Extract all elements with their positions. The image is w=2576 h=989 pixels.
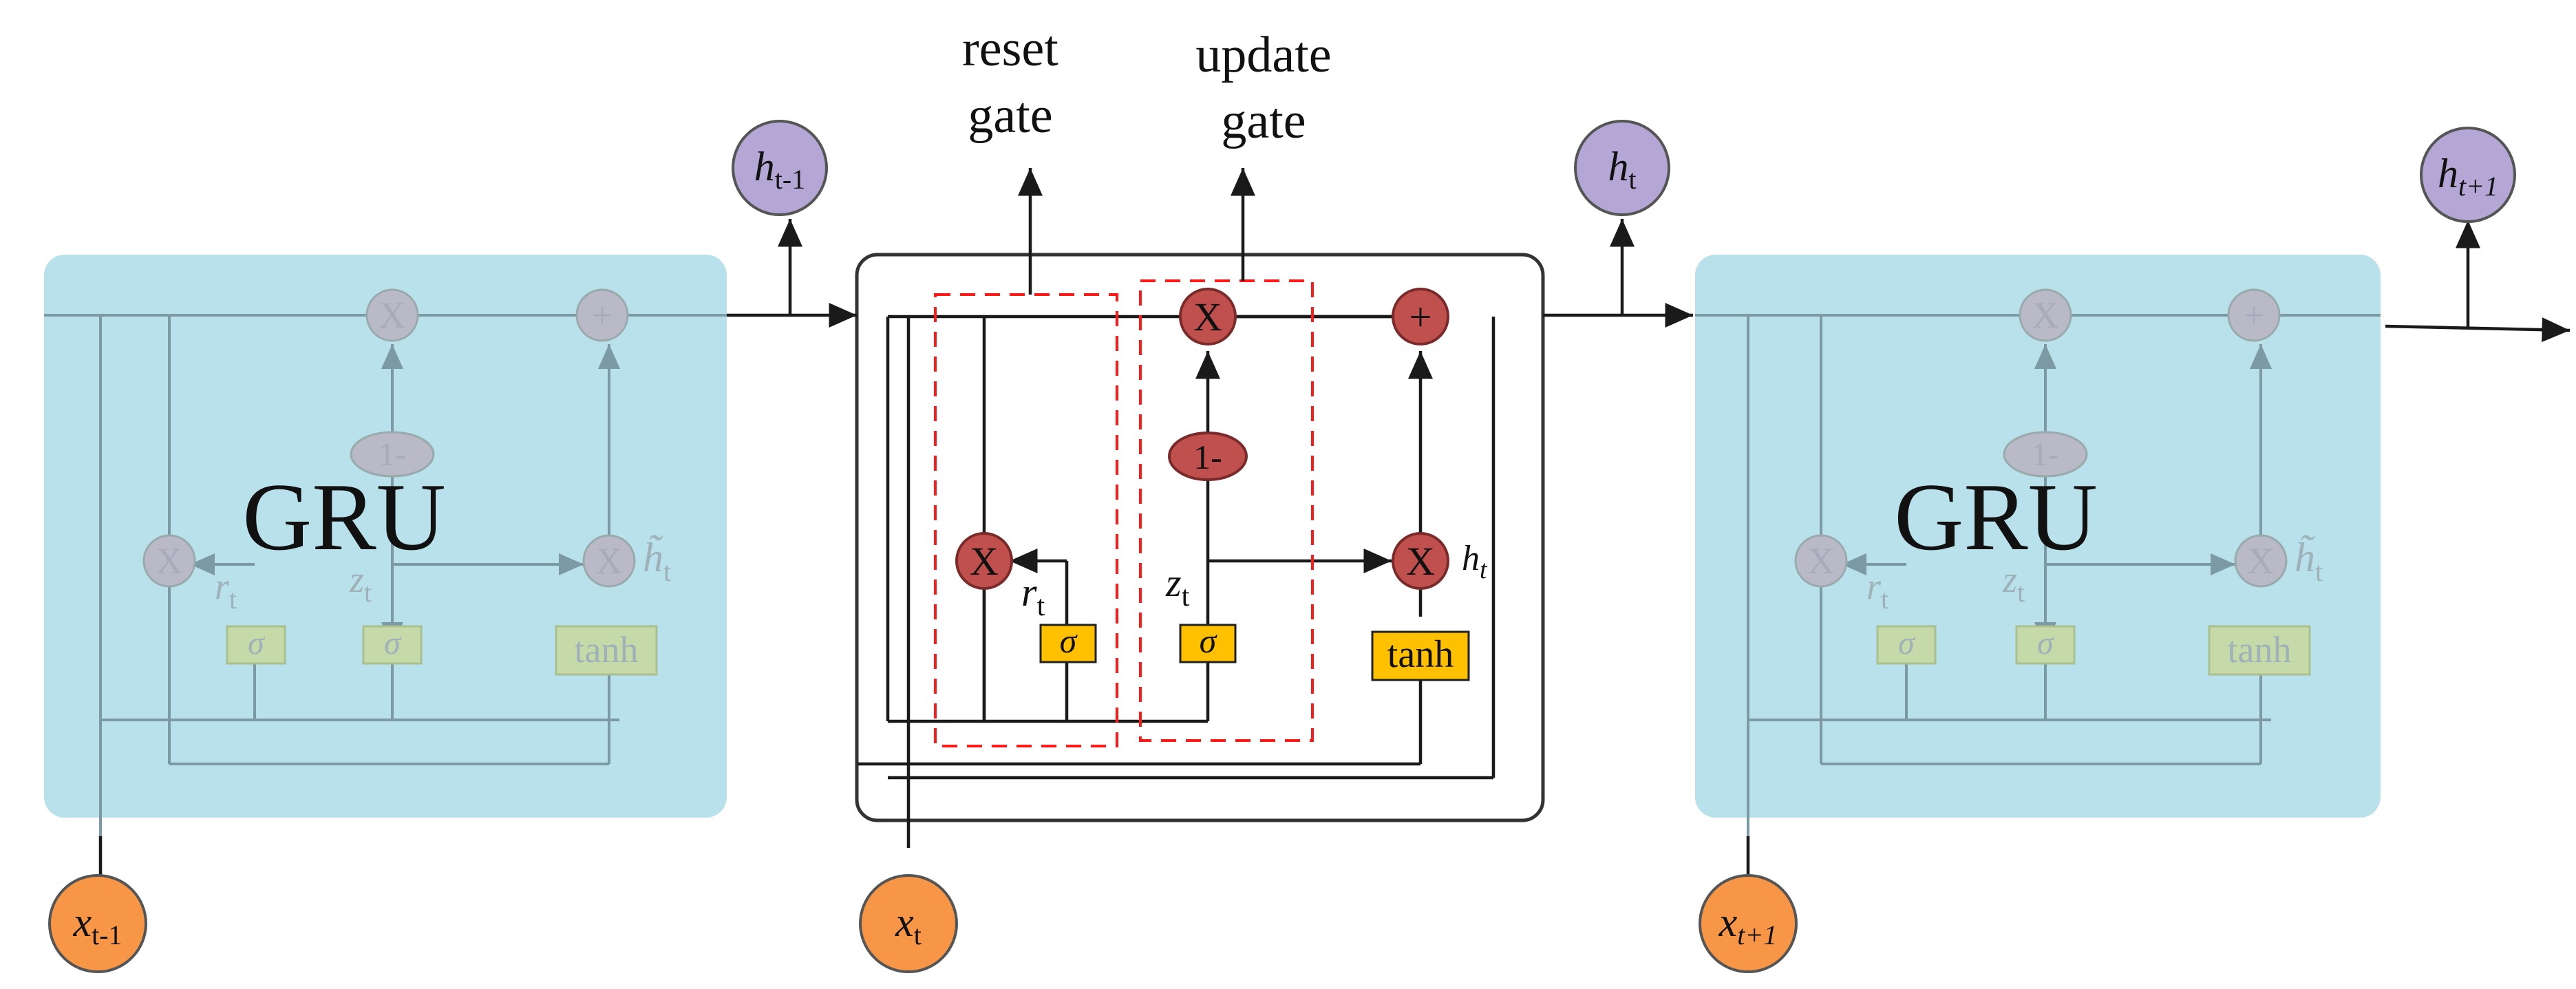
hidden-state-t-plus-1-node bbox=[2420, 127, 2516, 223]
gru-left-tanh-label: tanh bbox=[575, 629, 639, 670]
candidate-mult-symbol: X bbox=[1406, 539, 1435, 584]
hidden-state-t-minus-1-node bbox=[732, 120, 828, 216]
input-t-minus-1-node bbox=[48, 874, 147, 973]
reset-sigma: σ bbox=[1060, 621, 1078, 660]
hidden-state-t-label: ht bbox=[1608, 144, 1636, 195]
gru-left-reset-mult-node bbox=[142, 534, 196, 588]
one-minus-node bbox=[1168, 432, 1248, 481]
reset-mult-symbol: X bbox=[970, 539, 999, 584]
gru-left-tanh-box bbox=[555, 625, 658, 676]
gru-left-update-mult-symbol: X bbox=[379, 295, 406, 336]
plus-node bbox=[1392, 288, 1449, 345]
reset-gate-box bbox=[934, 293, 1118, 747]
hidden-state-t-plus-1-label: ht+1 bbox=[2438, 151, 2498, 202]
input-t-label: xt bbox=[895, 900, 922, 950]
gru-cell-left: X X + 1- X σ σ tanh rt zt h̃t GRU bbox=[44, 255, 727, 836]
one-minus-label: 1- bbox=[1193, 438, 1222, 476]
reset-gate-label-line2: gate bbox=[968, 87, 1052, 144]
gru-left-candidate-mult-symbol: X bbox=[596, 540, 623, 582]
gru-cell-center: reset gate update gate X X + 1- X σ σ ta… bbox=[727, 21, 2570, 848]
gru-left-title: GRU bbox=[242, 464, 446, 571]
gru-right-candidate-mult-symbol: X bbox=[2248, 540, 2275, 582]
hidden-state-t-node bbox=[1574, 120, 1670, 216]
r-t-label: rt bbox=[1021, 570, 1045, 622]
gru-right-update-mult-symbol: X bbox=[2032, 295, 2059, 336]
gru-left-plus-symbol: + bbox=[592, 295, 613, 336]
flow-right-out bbox=[2385, 317, 2570, 343]
gru-right-update-sigma: σ bbox=[2037, 625, 2055, 661]
gru-right-r-label: rt bbox=[1866, 566, 1888, 615]
gru-left-plus-node bbox=[575, 288, 629, 342]
gru-left-reset-sigma: σ bbox=[248, 625, 266, 661]
tanh-box bbox=[1371, 630, 1470, 681]
update-gate-box bbox=[1139, 279, 1314, 742]
input-t-plus-1-node bbox=[1699, 874, 1798, 973]
update-sigma-box bbox=[1179, 624, 1237, 663]
tanh-label: tanh bbox=[1387, 633, 1454, 676]
input-t-minus-1-label: xt-1 bbox=[72, 900, 122, 950]
z-t-label: zt bbox=[1165, 560, 1190, 613]
gru-left-update-sigma-box bbox=[362, 625, 423, 665]
gru-left-reset-sigma-box bbox=[226, 625, 286, 665]
gru-right-reset-mult-node bbox=[1794, 534, 1848, 588]
gru-left-r-label: rt bbox=[215, 566, 237, 615]
update-gate-label-line2: gate bbox=[1221, 93, 1306, 149]
gru-right-z-label: zt bbox=[2002, 559, 2025, 608]
gru-right-title: GRU bbox=[1894, 464, 2098, 571]
gru-right-plus-symbol: + bbox=[2244, 295, 2264, 336]
gru-left-z-label: zt bbox=[349, 559, 372, 608]
gru-right-update-sigma-box bbox=[2015, 625, 2076, 665]
gru-cell-right-box bbox=[1695, 255, 2381, 818]
input-nodes: xt-1 xt xt+1 bbox=[48, 836, 1798, 973]
gru-right-reset-sigma: σ bbox=[1898, 625, 1916, 661]
update-mult-symbol: X bbox=[1193, 295, 1222, 339]
candidate-mult-node bbox=[1392, 532, 1449, 590]
gru-left-one-minus-label: 1- bbox=[379, 436, 406, 473]
gru-left-htilde-label: h̃t bbox=[643, 535, 671, 587]
reset-gate-label-line1: reset bbox=[962, 21, 1058, 77]
gru-right-tanh-label: tanh bbox=[2228, 629, 2292, 670]
input-t-node bbox=[859, 874, 958, 973]
center-wires bbox=[858, 315, 1495, 848]
update-gate-label-line1: update bbox=[1195, 27, 1331, 83]
gru-right-plus-node bbox=[2227, 288, 2281, 342]
gru-left-candidate-mult-node bbox=[582, 534, 636, 588]
gru-left-one-minus-node bbox=[350, 431, 435, 478]
gru-cell-left-box bbox=[44, 255, 727, 818]
update-mult-node bbox=[1179, 288, 1237, 345]
plus-symbol: + bbox=[1409, 295, 1432, 339]
input-t-plus-1-label: xt+1 bbox=[1718, 900, 1778, 950]
reset-sigma-box bbox=[1039, 624, 1097, 663]
gru-right-reset-sigma-box bbox=[1876, 625, 1937, 665]
gru-right-reset-mult-symbol: X bbox=[1808, 540, 1835, 582]
gru-left-update-sigma: σ bbox=[384, 625, 402, 661]
reset-mult-node bbox=[955, 532, 1013, 590]
gru-right-tanh-box bbox=[2208, 625, 2311, 676]
hidden-state-outputs: ht-1 ht ht+1 bbox=[732, 120, 2516, 329]
h-candidate-label: ht bbox=[1462, 539, 1488, 584]
gru-right-one-minus-node bbox=[2003, 431, 2088, 478]
hidden-state-t-minus-1-label: ht-1 bbox=[754, 144, 805, 195]
gru-cell-right: X X + 1- X σ σ tanh rt zt h̃t GRU bbox=[1695, 255, 2381, 836]
gru-right-one-minus-label: 1- bbox=[2032, 436, 2059, 473]
gru-right-htilde-label: h̃t bbox=[2295, 535, 2323, 587]
gru-right-candidate-mult-node bbox=[2234, 534, 2288, 588]
update-sigma: σ bbox=[1200, 621, 1218, 660]
gru-left-reset-mult-symbol: X bbox=[156, 540, 183, 582]
gru-left-update-mult-node bbox=[365, 288, 419, 342]
gru-right-update-mult-node bbox=[2019, 288, 2072, 342]
